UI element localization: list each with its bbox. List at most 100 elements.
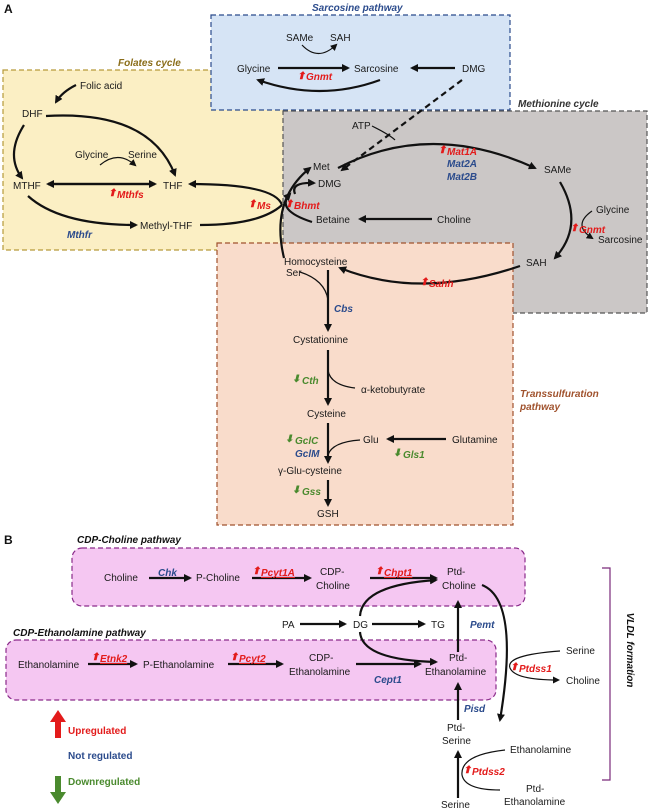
glycine-methionine: Glycine [596, 205, 630, 216]
choline-cdp: Choline [104, 573, 138, 584]
panel-label-a: A [4, 2, 13, 16]
gnmt-methionine-up-arrow: ⬆ [570, 223, 579, 234]
ethanolamine-cdp: Ethanolamine [18, 660, 80, 671]
ptdss2-enzyme: Ptdss2 [472, 767, 505, 778]
ms-up-arrow: ⬆ [248, 199, 257, 210]
dhf: DHF [22, 109, 43, 120]
sarcosine-methionine: Sarcosine [598, 235, 643, 246]
p-choline: P-Choline [196, 573, 240, 584]
p-ethanolamine: P-Ethanolamine [143, 660, 215, 671]
sahh-enzyme: Sahh [429, 279, 453, 290]
choline-methionine: Choline [437, 215, 471, 226]
legend-not-regulated: Not regulated [68, 751, 132, 762]
cdp-choline-1: CDP- [320, 567, 344, 578]
cth-down-arrow: ⬇ [292, 374, 300, 385]
vldl-formation-label: VLDL formation [624, 613, 635, 688]
ptd-serine-1: Ptd- [447, 723, 465, 734]
folic-acid: Folic acid [80, 81, 122, 92]
gls1-enzyme: Gls1 [403, 450, 425, 461]
panel-label-b: B [4, 533, 13, 547]
bhmt-enzyme: Bhmt [294, 201, 320, 212]
chpt1-enzyme: Chpt1 [384, 568, 413, 579]
cdp-ethanolamine-header: CDP-Ethanolamine pathway [13, 628, 146, 639]
cysteine: Cysteine [307, 409, 346, 420]
legend-down-arrow-icon [50, 776, 66, 804]
alpha-ketobutyrate: α-ketobutyrate [361, 385, 426, 396]
chpt1-up-arrow: ⬆ [375, 566, 384, 577]
mthf: MTHF [13, 181, 41, 192]
legend-up-arrow-icon [50, 710, 66, 738]
pa: PA [282, 620, 295, 631]
legend-upregulated: Upregulated [68, 726, 126, 737]
atp: ATP [352, 121, 371, 132]
methionine-cycle-header: Methionine cycle [518, 99, 599, 110]
gss-enzyme: Gss [302, 487, 321, 498]
cdp-choline-2: Choline [316, 581, 350, 592]
gnmt-sarcosine-enzyme: Gnmt [306, 72, 333, 83]
ptdss1-enzyme: Ptdss1 [519, 664, 552, 675]
sah-sarcosine: SAH [330, 33, 351, 44]
gamma-glu-cysteine: γ-Glu-cysteine [278, 466, 342, 477]
cystationine: Cystationine [293, 335, 348, 346]
cth-enzyme: Cth [302, 376, 319, 387]
transsulfuration-box [216, 242, 514, 526]
ptd-ethanolamine-1: Ptd- [449, 653, 467, 664]
gclc-down-arrow: ⬇ [285, 434, 293, 445]
gclm-enzyme: GclM [295, 449, 320, 460]
pcyt2-up-arrow: ⬆ [230, 652, 239, 663]
serine-bottom: Serine [441, 800, 470, 811]
etnk2-enzyme: Etnk2 [100, 654, 128, 665]
glycine-sarcosine: Glycine [237, 64, 271, 75]
glutamine: Glutamine [452, 435, 498, 446]
chk-enzyme: Chk [158, 568, 177, 579]
ms-enzyme: Ms [257, 201, 271, 212]
bhmt-up-arrow: ⬆ [285, 199, 294, 210]
pemt-enzyme: Pemt [470, 620, 495, 631]
sarcosine-pathway-header: Sarcosine pathway [312, 3, 403, 14]
cdp-choline-header: CDP-Choline pathway [77, 535, 181, 546]
ethanolamine-ptdss2: Ethanolamine [510, 745, 572, 756]
dmg-methionine: DMG [318, 179, 342, 190]
transsulfuration-header-1: Transsulfuration [520, 389, 599, 400]
mthfs-enzyme: Mthfs [117, 190, 144, 201]
gss-down-arrow: ⬇ [292, 485, 300, 496]
mthfr-enzyme: Mthfr [67, 230, 93, 241]
methyl-thf: Methyl-THF [140, 221, 192, 232]
ptdss2-up-arrow: ⬆ [463, 765, 472, 776]
ptd-ethanolamine-b-2: Ethanolamine [504, 797, 566, 808]
vldl-bracket [602, 567, 611, 781]
dg: DG [353, 620, 368, 631]
transsulfuration-header-2: pathway [519, 402, 560, 413]
glu: Glu [363, 435, 379, 446]
ptdss1-up-arrow: ⬆ [510, 662, 519, 673]
gnmt-sarcosine-up-arrow: ⬆ [297, 71, 306, 82]
ptd-serine-2: Serine [442, 736, 471, 747]
sarcosine-sarcosine: Sarcosine [354, 64, 399, 75]
same-methionine: SAMe [544, 165, 572, 176]
serine-folates: Serine [128, 150, 157, 161]
betaine: Betaine [316, 215, 350, 226]
mat2a-enzyme: Mat2A [447, 159, 477, 170]
ptd-choline-1: Ptd- [447, 567, 465, 578]
met: Met [313, 162, 330, 173]
ptd-ethanolamine-2: Ethanolamine [425, 667, 487, 678]
dmg-sarcosine: DMG [462, 64, 486, 75]
mthfs-up-arrow: ⬆ [108, 188, 117, 199]
cbs-enzyme: Cbs [334, 304, 353, 315]
cdp-ethanolamine-box [5, 639, 497, 701]
gnmt-methionine-enzyme: Gnmt [579, 225, 606, 236]
choline-ptdss1: Choline [566, 676, 600, 687]
pcyt1a-up-arrow: ⬆ [252, 566, 261, 577]
pcyt1a-enzyme: Pcyt1A [261, 568, 295, 579]
cdp-ethanolamine-1: CDP- [309, 653, 333, 664]
ser: Ser [286, 268, 302, 279]
etnk2-up-arrow: ⬆ [91, 652, 100, 663]
legend-downregulated: Downregulated [68, 777, 140, 788]
ptd-choline-2: Choline [442, 581, 476, 592]
pisd-enzyme: Pisd [464, 704, 486, 715]
mat1a-enzyme: Mat1A [447, 147, 477, 158]
sarcosine-pathway-box [210, 14, 511, 111]
glycine-folates: Glycine [75, 150, 109, 161]
gls1-down-arrow: ⬇ [393, 448, 401, 459]
